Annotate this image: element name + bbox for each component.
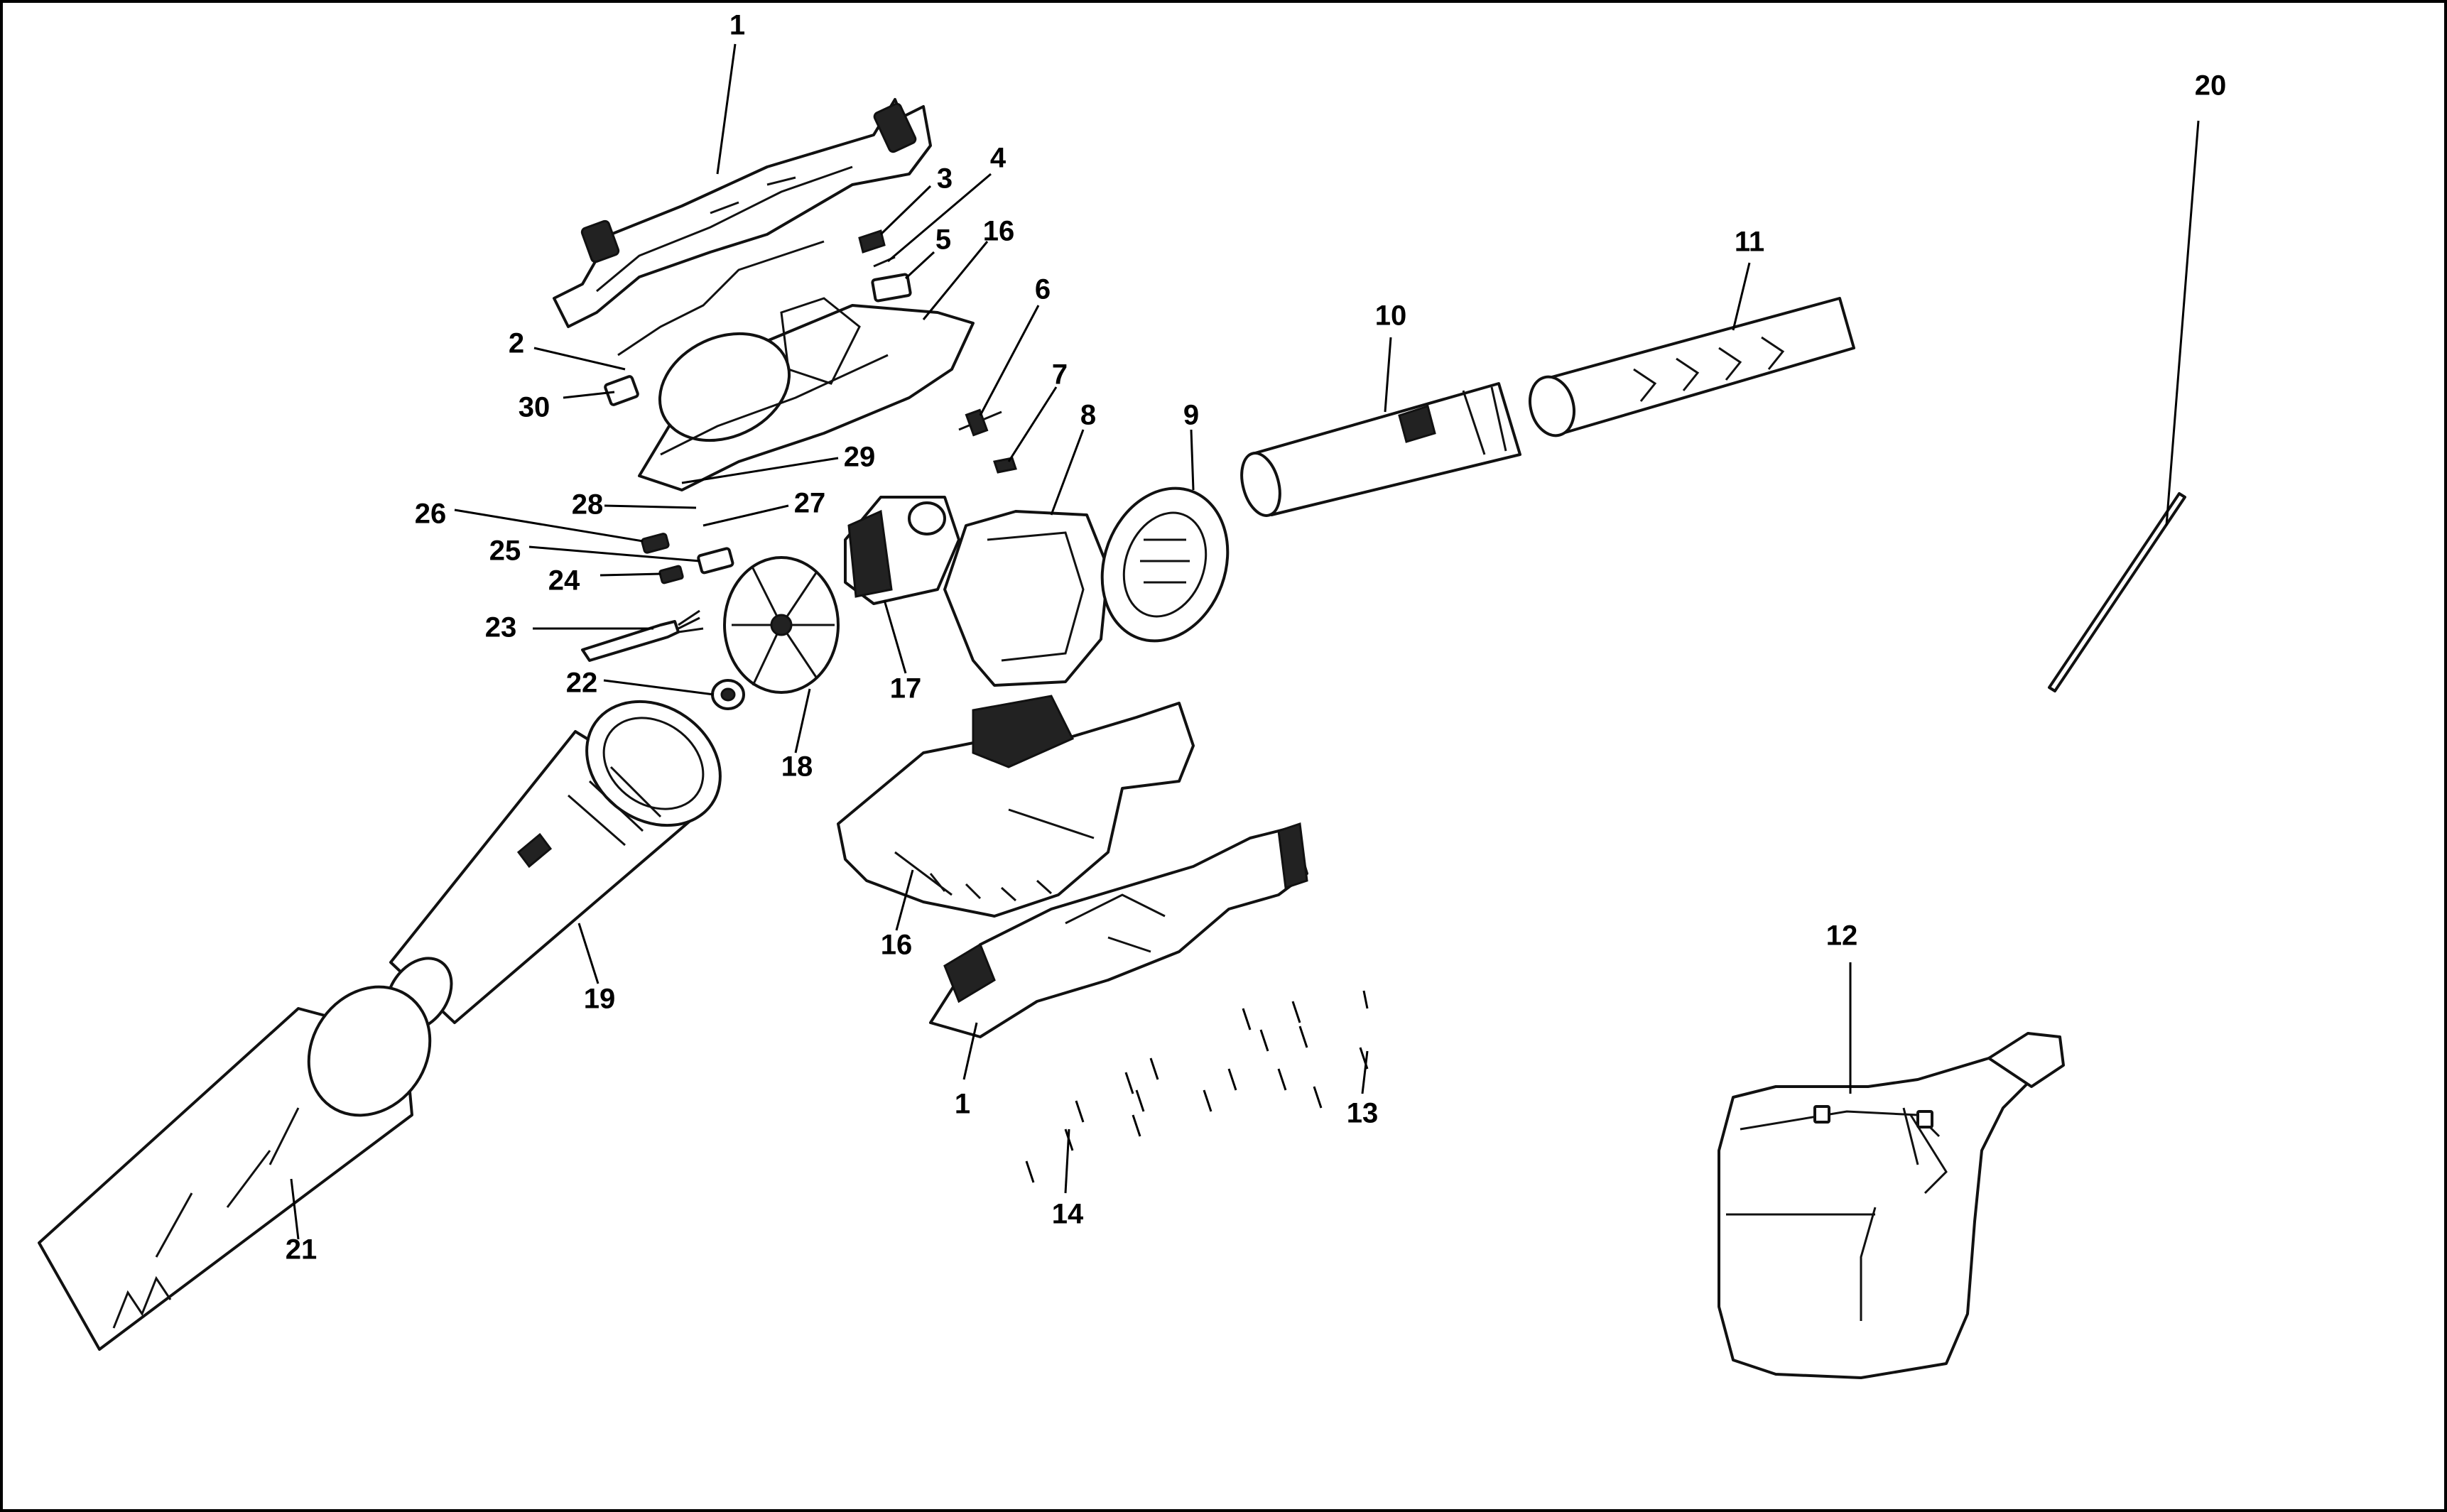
part-5-switch-button bbox=[871, 273, 912, 303]
callout-1-bottom: 1 bbox=[955, 1089, 970, 1120]
part-23-power-cord-plug bbox=[581, 609, 704, 662]
part-20-rod bbox=[2048, 492, 2186, 692]
callout-17: 17 bbox=[890, 673, 922, 705]
part-13-screws bbox=[1203, 990, 1369, 1112]
callout-20: 20 bbox=[2195, 70, 2227, 102]
leader-lines bbox=[290, 43, 2200, 1240]
part-7-screw bbox=[993, 457, 1017, 474]
callout-labels: 1 2 3 4 5 16 6 7 8 9 10 11 20 30 29 28 2… bbox=[286, 10, 2227, 1266]
part-12-collection-bag bbox=[1718, 1032, 2065, 1379]
callout-2: 2 bbox=[509, 328, 524, 359]
part-2-wire-harness bbox=[617, 240, 825, 357]
callout-12: 12 bbox=[1826, 920, 1858, 952]
callout-1: 1 bbox=[729, 10, 745, 41]
callout-26: 26 bbox=[415, 499, 447, 530]
callout-16-bottom: 16 bbox=[881, 930, 913, 961]
part-30-clip bbox=[604, 375, 639, 406]
part-1-lower-housing bbox=[929, 822, 1308, 1038]
callout-19: 19 bbox=[584, 984, 616, 1015]
callout-18: 18 bbox=[781, 751, 813, 783]
part-6-pin bbox=[958, 408, 1002, 437]
part-18-impeller bbox=[723, 556, 840, 694]
part-21-vacuum-nozzle bbox=[38, 985, 432, 1351]
callout-6: 6 bbox=[1035, 274, 1051, 305]
part-14-screws bbox=[1025, 1057, 1159, 1183]
part-1-upper-housing bbox=[553, 98, 932, 328]
callout-29: 29 bbox=[844, 442, 876, 473]
part-25-connector bbox=[697, 547, 734, 575]
callout-25: 25 bbox=[489, 535, 521, 567]
callout-5: 5 bbox=[935, 224, 951, 256]
callout-10: 10 bbox=[1375, 300, 1407, 332]
callout-14: 14 bbox=[1052, 1199, 1084, 1230]
callout-3: 3 bbox=[937, 163, 953, 195]
part-8-fan-ring bbox=[943, 510, 1109, 687]
callout-24: 24 bbox=[548, 565, 580, 597]
part-24-terminal bbox=[658, 565, 684, 584]
part-22-nut bbox=[711, 679, 745, 710]
callout-21: 21 bbox=[286, 1234, 318, 1266]
callout-7: 7 bbox=[1052, 359, 1068, 391]
callout-27: 27 bbox=[794, 488, 826, 519]
callout-23: 23 bbox=[485, 612, 517, 643]
callout-4: 4 bbox=[990, 143, 1007, 174]
part-17-motor bbox=[844, 496, 960, 605]
part-19-vacuum-tube bbox=[385, 700, 722, 1032]
part-11-blower-nozzle bbox=[1529, 297, 1855, 437]
part-3-switch bbox=[858, 229, 886, 254]
callout-11: 11 bbox=[1735, 227, 1764, 258]
callout-8: 8 bbox=[1080, 400, 1096, 431]
callout-16-top: 16 bbox=[983, 216, 1015, 247]
part-26-connector bbox=[641, 533, 670, 554]
callout-30: 30 bbox=[519, 392, 550, 423]
callout-22: 22 bbox=[566, 668, 598, 699]
part-16-lower-motor-housing bbox=[837, 695, 1195, 918]
part-9-end-cap bbox=[1100, 486, 1230, 643]
callout-9: 9 bbox=[1183, 400, 1199, 431]
callout-28: 28 bbox=[572, 489, 604, 521]
callout-13: 13 bbox=[1347, 1098, 1379, 1129]
part-16-upper-motor-housing bbox=[638, 297, 975, 491]
part-10-blower-tube bbox=[1240, 382, 1521, 517]
